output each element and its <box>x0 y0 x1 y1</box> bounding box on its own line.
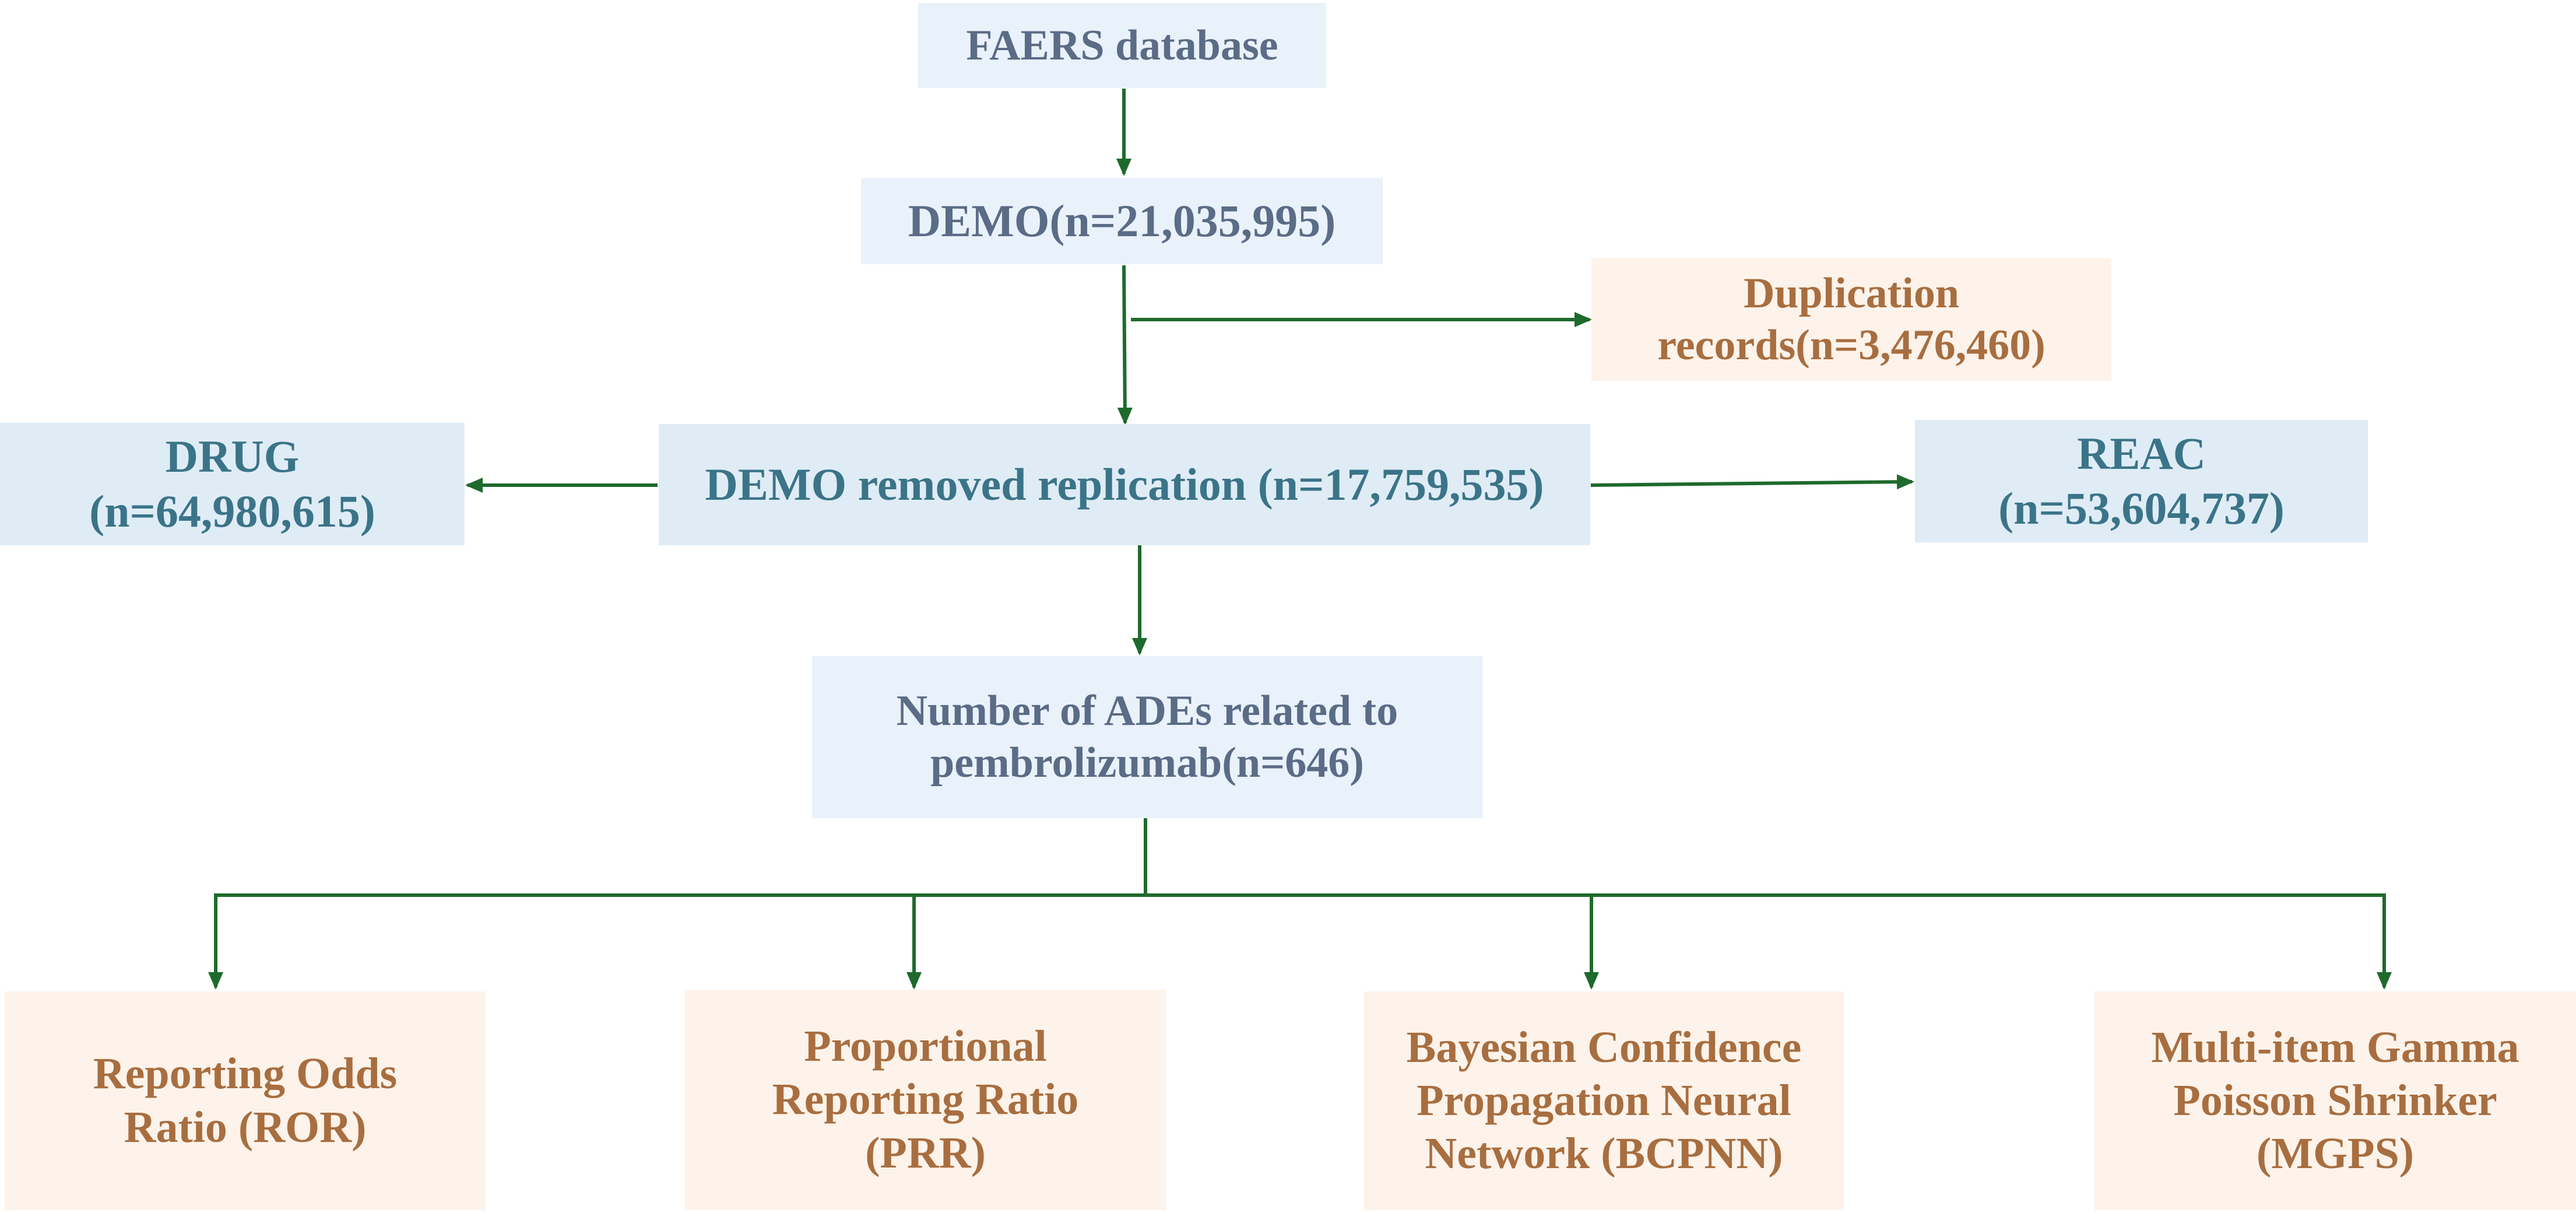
mgps-box: Multi-item Gamma Poisson Shrinker (MGPS) <box>2094 991 2576 1210</box>
prr-label-line1: Proportional <box>804 1022 1047 1071</box>
ror-box: Reporting Odds Ratio (ROR) <box>5 991 486 1210</box>
drug-label-line1: DRUG <box>165 431 300 482</box>
reac-box: REAC (n=53,604,737) <box>1915 420 2368 542</box>
duplication-label-line1: Duplication <box>1743 269 1960 318</box>
demo-removed-replication-box: DEMO removed replication (n=17,759,535) <box>659 424 1590 545</box>
prr-label-line3: (PRR) <box>865 1128 986 1177</box>
duplication-label-line2: records(n=3,476,460) <box>1657 321 2046 369</box>
mgps-label-line2: Poisson Shrinker <box>2173 1075 2497 1125</box>
demo-box: DEMO(n=21,035,995) <box>861 178 1383 264</box>
prr-label-line2: Reporting Ratio <box>772 1075 1079 1124</box>
duplication-records-box: Duplication records(n=3,476,460) <box>1591 258 2111 381</box>
ades-label-line1: Number of ADEs related to <box>896 687 1398 735</box>
faers-database-box: FAERS database <box>918 3 1326 88</box>
drug-label-line2: (n=64,980,615) <box>89 486 375 537</box>
ades-label-line2: pembrolizumab(n=646) <box>930 739 1364 787</box>
ror-label-line2: Ratio (ROR) <box>124 1102 367 1152</box>
demo-removed-label: DEMO removed replication (n=17,759,535) <box>705 459 1544 510</box>
bcpnn-label-line3: Network (BCPNN) <box>1425 1129 1783 1179</box>
mgps-label-line3: (MGPS) <box>2256 1129 2415 1179</box>
arrow-demo-to-demo-removed <box>1117 265 1133 425</box>
ades-box: Number of ADEs related to pembrolizumab(… <box>812 656 1482 818</box>
prr-box: Proportional Reporting Ratio (PRR) <box>685 990 1166 1210</box>
ror-label-line1: Reporting Odds <box>93 1049 398 1099</box>
mgps-label-line1: Multi-item Gamma <box>2151 1022 2519 1072</box>
bcpnn-label-line2: Propagation Neural <box>1417 1075 1791 1125</box>
reac-label-line2: (n=53,604,737) <box>1998 483 2285 534</box>
faers-database-label: FAERS database <box>966 21 1278 69</box>
bcpnn-box: Bayesian Confidence Propagation Neural N… <box>1364 991 1844 1210</box>
demo-label: DEMO(n=21,035,995) <box>908 195 1336 247</box>
reac-label-line1: REAC <box>2076 428 2206 479</box>
bcpnn-label-line1: Bayesian Confidence <box>1406 1022 1802 1072</box>
arrow-to-reac <box>1590 474 1914 490</box>
drug-box: DRUG (n=64,980,615) <box>0 423 465 545</box>
